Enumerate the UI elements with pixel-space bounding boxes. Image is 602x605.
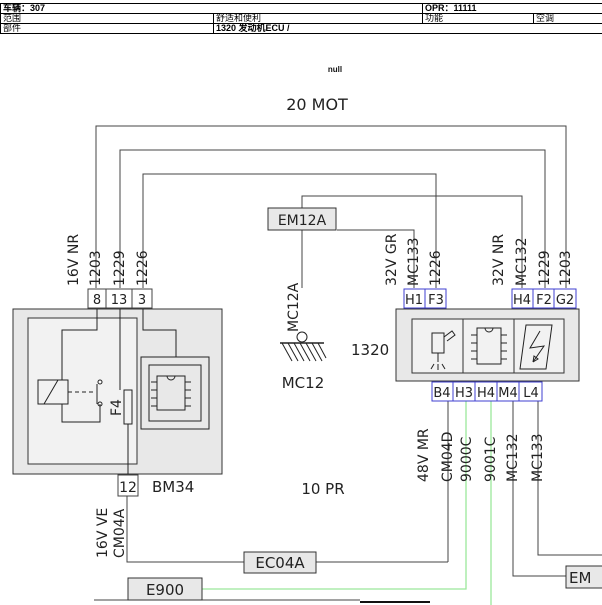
e900-label: E900: [146, 581, 184, 599]
mc12a-wire-label: MC12A: [286, 282, 302, 332]
wire-9000c: [202, 401, 467, 590]
ecu-pin-h4-bottom: H4: [477, 386, 495, 401]
ecu-pin-h1: H1: [405, 293, 423, 308]
bottom-connectors: EC04A E900 EM: [127, 551, 602, 601]
bm34-module: F4 12 BM34: [12, 308, 223, 497]
bm34-pin-12: 12: [119, 480, 137, 496]
mc12-ground-label: MC12: [282, 374, 325, 392]
ecu-pin-m4: M4: [498, 386, 518, 401]
bm34-wire-label-cm04a: CM04A: [112, 508, 128, 558]
wire-1203: [95, 125, 567, 288]
ecu-top-wire-labels: 32V GR MC133 1226 32V NR MC132 1229 1203: [384, 233, 574, 286]
wire-mc133-bottom: [537, 401, 602, 556]
ecu-pin-f3: F3: [428, 293, 444, 308]
harness-10-pr-label: 10 PR: [301, 480, 344, 498]
ecu-pin-b4: B4: [433, 386, 450, 401]
green-wires: [202, 401, 492, 605]
ecu-bottom-wire-labels: 48V MR CM04D 9000C 9001C MC132 MC133: [416, 428, 546, 482]
ignition-icon: [519, 324, 553, 370]
bm34-pin-8: 8: [93, 293, 101, 308]
ec04a-label: EC04A: [255, 554, 305, 572]
ecu-pin-l4: L4: [523, 386, 539, 401]
ecu-wire-label-1226: 1226: [428, 250, 444, 286]
wire-cm04a: [126, 496, 244, 563]
bm34-bottom-wire-labels: 16V VE CM04A: [95, 508, 128, 558]
info-header-table: 车辆：307 OPR：11111 范围 舒适和便利 功能 空调 部件 1320 …: [0, 3, 602, 34]
ecu-wire-label-mc133: MC133: [406, 237, 422, 286]
ecu-pin-g2: G2: [556, 293, 574, 308]
fuse-f4-label: F4: [109, 399, 125, 416]
ecu-wire-label-9000c: 9000C: [459, 436, 475, 482]
ecu-wire-label-9001c: 9001C: [483, 436, 499, 482]
em12a-label: EM12A: [278, 213, 327, 229]
ecu-bottom-pins: B4 H3 H4 M4 L4: [431, 381, 543, 402]
bm34-voltage-label: 16V NR: [66, 234, 82, 286]
bm34-pin-13: 13: [111, 293, 128, 308]
ecu-left-voltage-label: 32V GR: [384, 233, 400, 286]
ecu-right-voltage-label: 32V NR: [491, 234, 507, 286]
null-label: null: [328, 65, 342, 74]
ecu-pin-h4-top: H4: [513, 293, 531, 308]
injector-icon: [430, 330, 456, 370]
ecu-top-pins: H1 F3 H4 F2 G2: [403, 288, 577, 309]
ecu-name-label: 1320: [351, 341, 389, 359]
ecu-wire-label-mc132: MC132: [514, 237, 530, 286]
chip-icon: [471, 327, 507, 365]
bm34-top-pins: 8 13 3: [87, 288, 153, 309]
wire-mc133-top: [337, 229, 415, 288]
wire-1229: [119, 149, 546, 288]
em-right-label: EM: [569, 569, 591, 587]
wire-mc132-bottom: [512, 401, 566, 577]
ecu-1320-module: 1320: [351, 308, 580, 382]
ecu-pin-h3: H3: [455, 386, 473, 401]
bm34-wire-label-1226: 1226: [135, 250, 151, 286]
ecu-wire-label-1203: 1203: [558, 250, 574, 286]
ground-point: EM12A MC12A MC12: [267, 207, 337, 392]
bm34-top-wire-labels: 16V NR 1203 1229 1226: [66, 234, 151, 286]
ecu-wire-label-mc133-bottom: MC133: [530, 433, 546, 482]
harness-20-mot-label: 20 MOT: [286, 95, 348, 114]
bm34-pin-3: 3: [138, 293, 146, 308]
bm34-wire-label-1203: 1203: [88, 250, 104, 286]
bm34-name-label: BM34: [152, 478, 194, 496]
ecu-wire-label-cm04d: CM04D: [440, 432, 456, 482]
wire-1226: [142, 173, 437, 288]
ecu-pin-f2: F2: [536, 293, 552, 308]
bm34-bottom-voltage-label: 16V VE: [95, 508, 111, 558]
ecu-wire-label-mc132-bottom: MC132: [505, 433, 521, 482]
bm34-wire-label-1229: 1229: [112, 250, 128, 286]
ecu-bottom-voltage-label: 48V MR: [416, 428, 432, 482]
ecu-wire-label-1229: 1229: [537, 250, 553, 286]
wire-routes: [94, 125, 602, 603]
